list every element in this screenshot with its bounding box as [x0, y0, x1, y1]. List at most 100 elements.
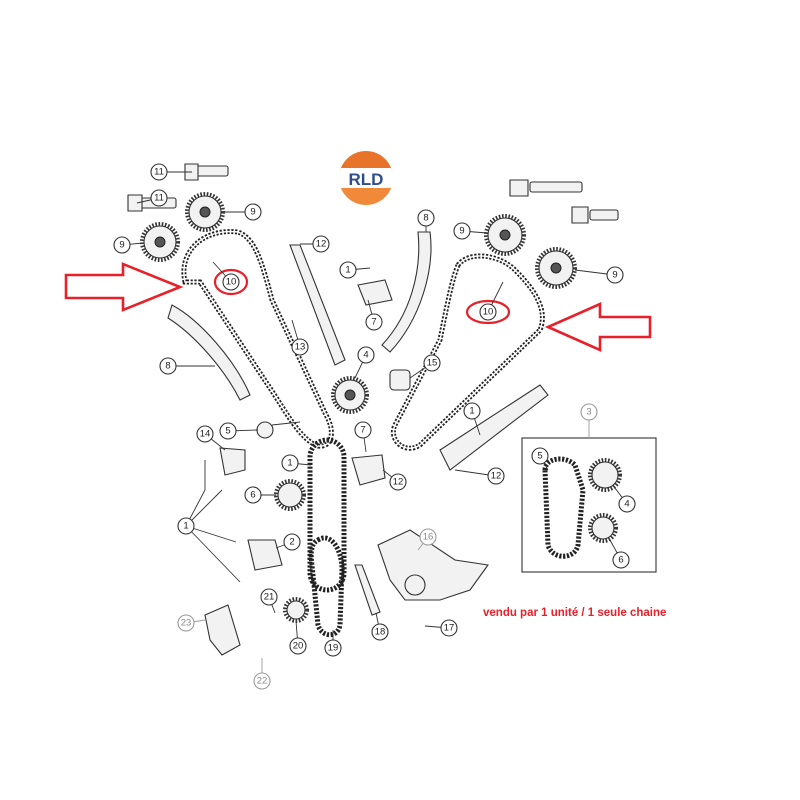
- callout-label: 4: [624, 499, 629, 510]
- callout-label: 18: [375, 627, 386, 638]
- left-chain-guide: [167, 304, 251, 401]
- callout-label: 5: [537, 451, 542, 462]
- callout-1: 1: [339, 261, 357, 279]
- callout-7: 7: [354, 421, 372, 439]
- left-chain-highlight: [213, 268, 249, 296]
- lower-guide: [354, 564, 381, 616]
- callout-10: 10: [479, 303, 497, 321]
- callout-label: 20: [293, 641, 304, 652]
- callout-label: 2: [289, 537, 294, 548]
- middle-small-chain: [307, 437, 347, 593]
- callout-23: 23: [177, 614, 195, 632]
- callout-11: 11: [150, 163, 168, 181]
- callout-label: 4: [363, 350, 368, 361]
- callout-label: 9: [250, 207, 255, 218]
- callout-label: 13: [295, 342, 306, 353]
- callout-label: 7: [360, 425, 365, 436]
- middle-tensioner-arm: [351, 454, 386, 486]
- right-cam-phaser-lower: [535, 247, 577, 289]
- idler-sprocket: [331, 376, 369, 414]
- left-cam-phaser-upper: [185, 192, 225, 232]
- callout-5: 5: [219, 422, 237, 440]
- sales-note: vendu par 1 unité / 1 seule chaine: [483, 607, 667, 619]
- right-upper-guide: [381, 231, 432, 353]
- inset-lower-sprocket: [588, 513, 618, 543]
- callout-label: 15: [427, 358, 438, 369]
- callout-label: 5: [225, 426, 230, 437]
- callout-9: 9: [113, 236, 131, 254]
- callout-label: 10: [226, 277, 237, 288]
- callout-22: 22: [253, 672, 271, 690]
- sprocket-cover: [204, 604, 241, 656]
- rld-logo: RLD: [339, 151, 393, 205]
- callout-label: 22: [257, 676, 268, 687]
- callout-label: 9: [119, 240, 124, 251]
- right-bolt-lower: [571, 206, 619, 224]
- right-chain-highlight: [465, 299, 511, 325]
- callout-label: 21: [264, 592, 275, 603]
- callout-label: 6: [618, 555, 623, 566]
- callout-13: 13: [291, 338, 309, 356]
- callout-1: 1: [177, 517, 195, 535]
- right-lower-guide: [439, 384, 549, 471]
- callout-17: 17: [440, 619, 458, 637]
- callout-label: 6: [250, 490, 255, 501]
- callout-5: 5: [531, 447, 549, 465]
- callout-label: 12: [316, 239, 327, 250]
- left-pivot-guide: [289, 244, 346, 366]
- callout-9: 9: [453, 222, 471, 240]
- callout-label: 19: [328, 643, 339, 654]
- callout-6: 6: [612, 551, 630, 569]
- callout-1: 1: [463, 402, 481, 420]
- callout-18: 18: [371, 623, 389, 641]
- callout-label: 12: [393, 477, 404, 488]
- callout-21: 21: [260, 588, 278, 606]
- callout-label: 17: [444, 623, 455, 634]
- upper-tensioner: [357, 279, 393, 306]
- callout-label: 23: [181, 618, 192, 629]
- logo-text: RLD: [349, 170, 384, 189]
- lower-tensioner: [219, 447, 246, 476]
- inset-chain: [542, 456, 586, 559]
- callout-4: 4: [618, 495, 636, 513]
- callout-label: 1: [345, 265, 350, 276]
- callout-9: 9: [244, 203, 262, 221]
- callout-14: 14: [196, 425, 214, 443]
- callout-11: 11: [150, 189, 168, 207]
- callout-12: 12: [389, 473, 407, 491]
- callout-label: 9: [612, 270, 617, 281]
- callout-8: 8: [417, 209, 435, 227]
- left-arrow-icon: [64, 262, 184, 312]
- callout-16: 16: [419, 528, 437, 546]
- shaft-bushing: [389, 369, 411, 391]
- callout-label: 9: [459, 226, 464, 237]
- callout-2: 2: [283, 533, 301, 551]
- left-cam-phaser-lower: [140, 222, 180, 262]
- callout-15: 15: [423, 354, 441, 372]
- callout-label: 8: [423, 213, 428, 224]
- lower-sprocket: [283, 597, 309, 623]
- callout-label: 1: [469, 406, 474, 417]
- left-bank-chain: [181, 229, 334, 449]
- callout-1: 1: [281, 454, 299, 472]
- callout-7: 7: [365, 313, 383, 331]
- callout-label: 16: [423, 532, 434, 543]
- tensioner-bracket: [247, 539, 283, 571]
- callout-19: 19: [324, 639, 342, 657]
- callout-12: 12: [487, 467, 505, 485]
- callout-8: 8: [159, 357, 177, 375]
- callout-label: 11: [154, 167, 164, 178]
- callout-9: 9: [606, 266, 624, 284]
- callout-label: 14: [200, 429, 211, 440]
- callout-label: 1: [287, 458, 292, 469]
- callout-label: 12: [491, 471, 502, 482]
- inset-kit-box: [521, 420, 657, 573]
- right-arrow-icon: [544, 302, 652, 352]
- callout-20: 20: [289, 637, 307, 655]
- right-bank-chain: [390, 253, 545, 451]
- crank-sprocket: [274, 479, 306, 511]
- callout-label: 10: [483, 307, 494, 318]
- oil-pump: [377, 529, 489, 601]
- callout-label: 8: [165, 361, 170, 372]
